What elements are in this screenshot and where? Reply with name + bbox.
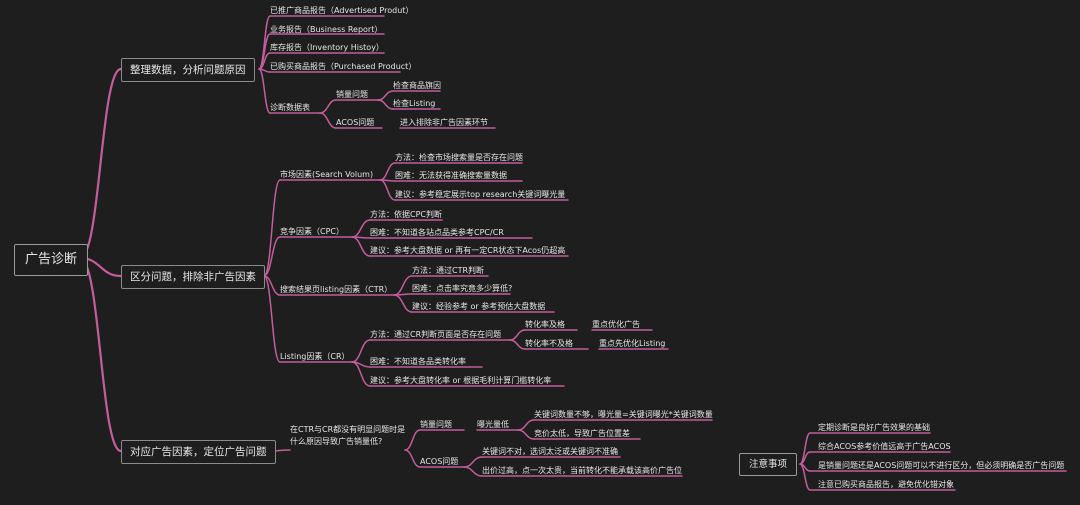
cr-fail[interactable]: 转化率不及格 [525,339,573,348]
connector-curve [351,361,371,387]
enter-exclusion-step[interactable]: 进入排除非广告因素环节 [400,118,488,127]
listing-suggestion[interactable]: 建议：经验参考 or 参考预估大盘数据 [412,302,546,311]
exposure-keyword-count[interactable]: 关键词数量不够，曝光量=关键词曝光*关键词数量 [534,410,713,419]
cr-pass-optimize-ads[interactable]: 重点优化广告 [592,320,640,329]
factor-search-listing[interactable]: 搜索结果页listing因素（CTR） [280,285,393,294]
connector-curve [517,429,535,440]
report-business[interactable]: 业务报告（Business Report） [270,25,383,34]
connector-curve [263,236,281,277]
cr-fail-optimize-listing[interactable]: 重点先优化Listing [599,339,666,348]
connector-curve [404,449,421,468]
listing-difficulty[interactable]: 困难：点击率究竟多少算低? [412,284,513,293]
cr-difficulty[interactable]: 困难：不知道各品类转化率 [370,357,466,366]
connector-curve [799,463,811,491]
connector-curve [377,99,394,110]
connector-curve [78,256,123,453]
connector-curve [509,339,526,350]
factor-competition[interactable]: 竞争因素（CPC） [280,227,344,236]
connector-curve [463,466,483,477]
locate-question[interactable]: 在CTR与CR都没有明显问题时是什么原因导致广告销量低? [290,425,406,446]
exposure-low-bid[interactable]: 竞价太低，导致广告位置差 [534,429,630,438]
branch-distinguish-issues[interactable]: 区分问题，排除非广告因素 [121,265,265,289]
connector-curve [78,67,123,260]
acos-wrong-keywords[interactable]: 关键词不对，选词太泛或关键词不准确 [482,447,618,456]
connector-curve [258,68,271,114]
branch-locate-ad-issues[interactable]: 对应广告因素，定位广告问题 [121,440,276,464]
report-inventory-history[interactable]: 库存报告（Inventory Histoy） [270,43,384,52]
market-method[interactable]: 方法：检查市场搜索量是否存在问题 [395,153,523,162]
connector-curve [463,456,483,468]
branch-organize-data[interactable]: 整理数据，分析问题原因 [121,58,255,82]
connector-curve [517,419,535,431]
connector-curve [351,236,371,257]
factor-market[interactable]: 市场因素(Search Volum) [280,170,374,179]
connector-curve [379,162,396,181]
diagnosis-acos-issue[interactable]: ACOS问题 [336,118,375,127]
factor-conversion[interactable]: Listing因素（CR） [280,352,350,361]
diagnosis-table[interactable]: 诊断数据表 [270,103,310,112]
connector-curve [393,275,413,296]
report-purchased-product[interactable]: 已购买商品报告（Purchased Product） [270,62,417,71]
connector-curve [351,219,371,238]
note-regular-diagnosis[interactable]: 定期诊断是良好广告效果的基础 [818,423,930,432]
low-exposure[interactable]: 曝光量低 [477,420,509,429]
acos-bid-too-high[interactable]: 出价过高，点一次太贵，当前转化不能承载该高价广告位 [482,466,682,475]
market-difficulty[interactable]: 困难：无法获得准确搜索量数据 [395,171,507,180]
listing-method[interactable]: 方法：通过CTR判断 [412,266,485,275]
cr-method[interactable]: 方法：通过CR判断页面是否存在问题 [370,330,502,339]
check-listing[interactable]: 检查Listing [393,99,436,108]
note-overall-acos[interactable]: 综合ACOS参考价值远高于广告ACOS [818,442,951,451]
connector-curve [509,329,526,341]
diagnosis-sales-issue[interactable]: 销量问题 [336,90,368,99]
connector-curve [263,179,281,277]
report-advertised-product[interactable]: 已推广商品报告（Advertised Produt） [270,6,414,15]
connector-curve [351,339,371,363]
connector-curve [379,179,396,201]
competition-suggestion[interactable]: 建议：参考大盘数据 or 再有一定CR状态下Acos仍超高 [370,246,566,255]
note-purchased-report[interactable]: 注意已购买商品报告，避免优化错对象 [818,480,954,489]
competition-difficulty[interactable]: 困难：不知道各站点品类参考CPC/CR [370,228,504,237]
cr-suggestion[interactable]: 建议：参考大盘转化率 or 根据毛利计算门槛转化率 [370,376,552,385]
competition-method[interactable]: 方法：依据CPC判断 [370,210,442,219]
connector-curve [319,112,337,129]
note-sales-or-acos[interactable]: 是销量问题还是ACOS问题可以不进行区分，但必须明确是否广告问题 [818,461,1065,470]
market-suggestion[interactable]: 建议：参考稳定展示top research关键词曝光量 [395,190,566,199]
connector-curve [393,294,413,313]
connector-curve [404,429,421,451]
connector-curve [319,99,337,114]
connector-curve [377,90,394,101]
check-product-cause[interactable]: 检查商品旗因 [393,81,441,90]
connector-curve [263,275,281,363]
cr-pass[interactable]: 转化率及格 [525,320,565,329]
locate-sales-issue[interactable]: 销量问题 [420,420,452,429]
locate-acos-issue[interactable]: ACOS问题 [420,457,459,466]
root-node-ad-diagnosis[interactable]: 广告诊断 [14,244,89,276]
notes-node[interactable]: 注意事项 [739,453,798,476]
